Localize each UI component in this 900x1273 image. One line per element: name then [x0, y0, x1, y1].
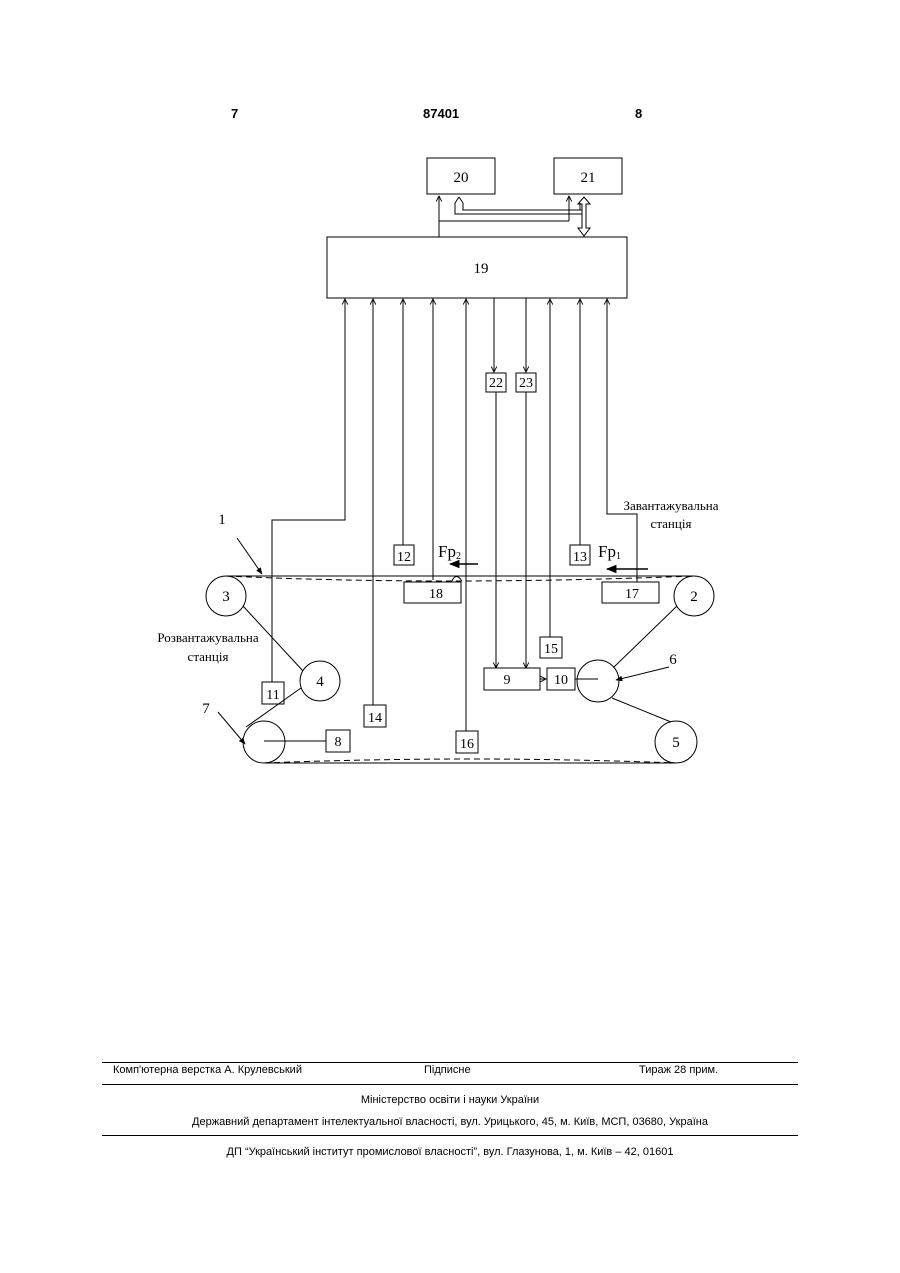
label-17: 17: [625, 587, 639, 602]
pointer-label-6: 6: [669, 652, 677, 668]
label-19: 19: [474, 261, 489, 277]
label-21: 21: [581, 170, 596, 186]
footer-signed: Підписне: [424, 1064, 471, 1076]
label-11: 11: [266, 688, 279, 703]
label-roller-3: 3: [222, 589, 230, 605]
force-label-fp1: Fp1: [598, 542, 621, 562]
pointer-label-1: 1: [218, 512, 226, 528]
footer-divider-bottom: [102, 1135, 798, 1136]
footer-ministry: Міністерство освіти і науки України: [0, 1094, 900, 1106]
footer-typesetter: Комп'ютерна верстка А. Крулевський: [113, 1064, 302, 1076]
label-roller-4: 4: [316, 674, 324, 690]
label-16: 16: [460, 737, 474, 752]
roller-7: [243, 721, 285, 763]
loading-station-label-1: Завантажувальна: [623, 498, 718, 513]
roller-6: [577, 660, 619, 702]
loading-station-label-2: станція: [651, 516, 692, 531]
footer-department: Державний департамент інтелектуальної вл…: [0, 1116, 900, 1128]
footer-divider-top: [102, 1062, 798, 1063]
label-20: 20: [454, 170, 469, 186]
unloading-station-label-2: станція: [188, 649, 229, 664]
label-10: 10: [554, 673, 568, 688]
label-roller-5: 5: [672, 735, 680, 751]
block-9: [484, 668, 540, 690]
label-13: 13: [573, 550, 587, 565]
label-15: 15: [544, 642, 558, 657]
footer-circulation: Тираж 28 прим.: [639, 1064, 718, 1076]
force-label-fp2: Fp2: [438, 542, 461, 562]
label-9: 9: [504, 673, 511, 688]
unloading-station-label-1: Розвантажувальна: [157, 630, 259, 645]
label-12: 12: [397, 550, 411, 565]
label-23: 23: [519, 376, 533, 391]
label-roller-2: 2: [690, 589, 698, 605]
label-22: 22: [489, 376, 503, 391]
label-8: 8: [335, 735, 342, 750]
footer-institute: ДП “Український інститут промислової вла…: [0, 1146, 900, 1158]
label-18: 18: [429, 587, 443, 602]
label-14: 14: [368, 711, 382, 726]
pointer-label-7: 7: [202, 701, 210, 717]
footer-divider-middle: [102, 1084, 798, 1085]
